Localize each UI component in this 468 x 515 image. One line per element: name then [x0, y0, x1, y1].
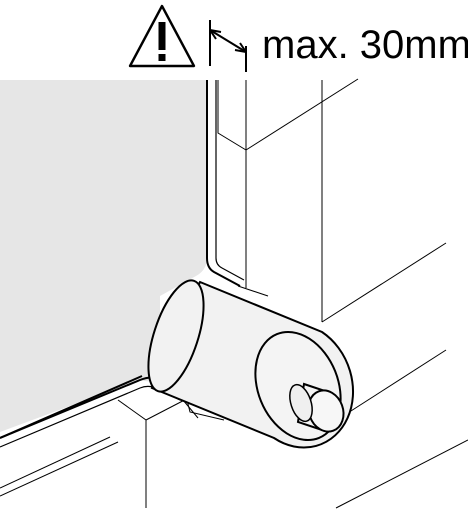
warning-triangle-icon — [128, 4, 196, 68]
panel-front-edge-outer — [206, 80, 241, 287]
dimension-arrow — [209, 20, 247, 72]
hinge-gap-marker — [182, 399, 199, 419]
panel-front-edge-inner — [215, 80, 245, 281]
spacer-cylinder — [147, 279, 355, 449]
dimension-label: max. 30mm — [262, 23, 468, 67]
